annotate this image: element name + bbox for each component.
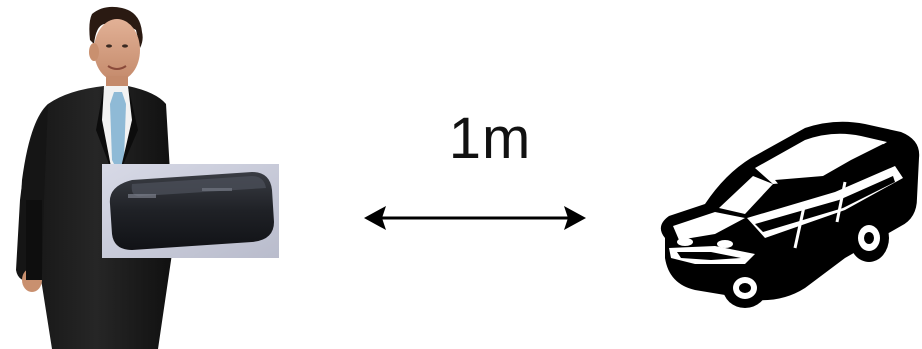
handheld-device-icon	[102, 164, 279, 258]
businessman-icon	[16, 6, 174, 349]
distance-label: 1m	[448, 106, 532, 171]
double-headed-arrow-icon	[364, 206, 586, 230]
car-icon	[660, 121, 920, 308]
